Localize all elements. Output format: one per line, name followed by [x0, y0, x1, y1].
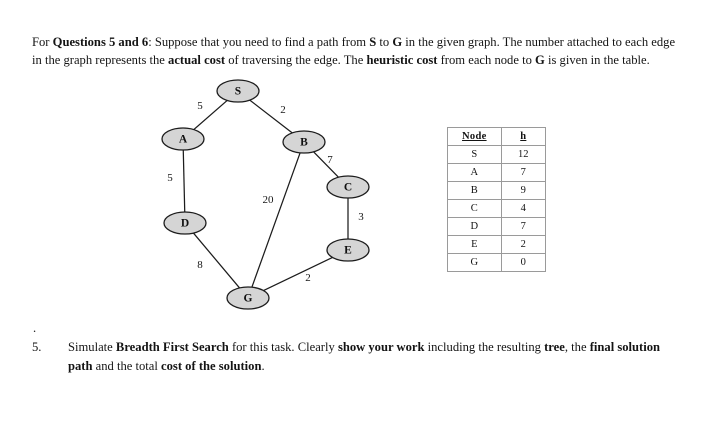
graph-node-shape-g: [226, 286, 270, 310]
heuristic-header-h: h: [500, 127, 547, 146]
edge-weight-c-e: 3: [358, 211, 364, 223]
heuristic-cell-a-node: A: [447, 163, 502, 182]
graph-node-s: S: [216, 79, 260, 103]
heuristic-cell-c-node: C: [447, 199, 502, 218]
stray-dot-mark: .: [33, 321, 37, 335]
heuristic-cell-g-node: G: [447, 253, 502, 272]
intro-segment-10: from each node to: [437, 53, 536, 68]
heuristic-cell-b-node: B: [447, 181, 502, 200]
intro-segment-7: actual cost: [168, 53, 226, 68]
graph-node-e: E: [326, 238, 370, 262]
edge-weight-s-a: 5: [197, 100, 203, 112]
graph-node-label-e: E: [344, 245, 352, 257]
question-5-segment-4: including the resulting: [424, 340, 545, 354]
intro-paragraph: For Questions 5 and 6: Suppose that you …: [32, 33, 680, 70]
heuristic-cell-e-node: E: [447, 235, 502, 254]
graph-edge-a-d: [182, 149, 186, 213]
intro-segment-9: heuristic cost: [366, 53, 438, 68]
graph-node-shape-e: [326, 238, 370, 262]
graph-node-label-g: G: [244, 293, 253, 305]
graph-node-shape-b: [282, 130, 326, 154]
edge-weight-e-g: 2: [305, 272, 311, 284]
intro-segment-3: S: [369, 34, 377, 49]
heuristic-cell-c-h: 4: [500, 199, 547, 218]
heuristic-cell-d-h: 7: [500, 217, 547, 236]
intro-segment-11: G: [535, 53, 545, 68]
question-5-segment-0: Simulate: [68, 340, 116, 354]
question-5-segment-5: tree: [544, 340, 565, 354]
question-5-segment-7: final solution path: [68, 340, 661, 373]
intro-segment-1: Questions 5 and 6: [52, 34, 149, 49]
edge-weight-b-c: 7: [327, 154, 333, 166]
edge-weight-b-g: 20: [263, 194, 275, 206]
graph-edge-b-g: [251, 152, 301, 288]
graph-node-shape-d: [163, 211, 207, 235]
edge-weight-d-g: 8: [197, 259, 203, 271]
intro-segment-0: For: [32, 34, 53, 49]
heuristic-cell-g-h: 0: [500, 253, 547, 272]
heuristic-cell-a-h: 7: [500, 163, 547, 182]
intro-segment-8: of traversing the edge. The: [225, 53, 367, 68]
heuristic-cell-s-h: 12: [500, 145, 547, 164]
intro-segment-2: : Suppose that you need to find a path f…: [148, 34, 370, 49]
question-5-segment-6: , the: [564, 340, 590, 354]
heuristic-header-node: Node: [447, 127, 502, 146]
question-5-segment-3: show your work: [337, 340, 425, 354]
graph-edge-d-g: [192, 232, 241, 289]
graph-edge-weights-group: 5 2 5 7 20 3 8 2: [167, 100, 364, 284]
graph-node-g: G: [226, 286, 270, 310]
graph-svg: S A B C D E G 5 2 5 7 20 3 8 2: [161, 79, 370, 310]
graph-node-shape-s: [216, 79, 260, 103]
question-5-segment-1: Breadth First Search: [115, 340, 229, 354]
graph-node-d: D: [163, 211, 207, 235]
graph-node-label-a: A: [179, 134, 188, 146]
intro-segment-6: in the given graph. The number attached …: [32, 34, 676, 68]
question-5-number: 5.: [32, 340, 42, 354]
heuristic-cell-s-node: S: [447, 145, 502, 164]
question-5-segment-10: .: [261, 358, 265, 373]
graph-nodes-group: S A B C D E G: [161, 79, 370, 310]
graph-node-label-s: S: [235, 86, 241, 98]
heuristic-cell-b-h: 9: [500, 181, 547, 200]
search-graph-figure: S A B C D E G 5 2 5 7 20 3 8 2: [140, 72, 400, 322]
edge-weight-a-d: 5: [167, 172, 173, 184]
graph-node-label-c: C: [344, 182, 352, 194]
graph-node-a: A: [161, 127, 205, 151]
question-5-segment-8: and the total: [92, 358, 162, 373]
edge-weight-s-b: 2: [280, 104, 286, 116]
question-5-block: 5. Simulate Breadth First Search for thi…: [32, 338, 680, 375]
question-5-segment-2: for this task. Clearly: [228, 340, 338, 354]
graph-node-shape-a: [161, 127, 205, 151]
question-5-segment-9: cost of the solution: [161, 358, 262, 373]
graph-node-b: B: [282, 130, 326, 154]
graph-node-shape-c: [326, 175, 370, 199]
heuristic-cell-d-node: D: [447, 217, 502, 236]
graph-edge-s-b: [249, 99, 293, 134]
intro-segment-5: G: [392, 34, 403, 49]
intro-segment-4: to: [376, 34, 393, 49]
graph-edge-b-c: [313, 151, 339, 178]
graph-node-label-d: D: [181, 218, 189, 230]
graph-node-label-b: B: [300, 137, 308, 149]
intro-segment-12: is given in the table.: [544, 53, 650, 68]
graph-edges-group: [182, 99, 349, 292]
heuristic-cell-e-h: 2: [500, 235, 547, 254]
question-5-text: Simulate Breadth First Search for this t…: [68, 338, 680, 375]
graph-edge-e-g: [263, 256, 333, 292]
graph-edge-s-a: [193, 99, 228, 131]
graph-node-c: C: [326, 175, 370, 199]
